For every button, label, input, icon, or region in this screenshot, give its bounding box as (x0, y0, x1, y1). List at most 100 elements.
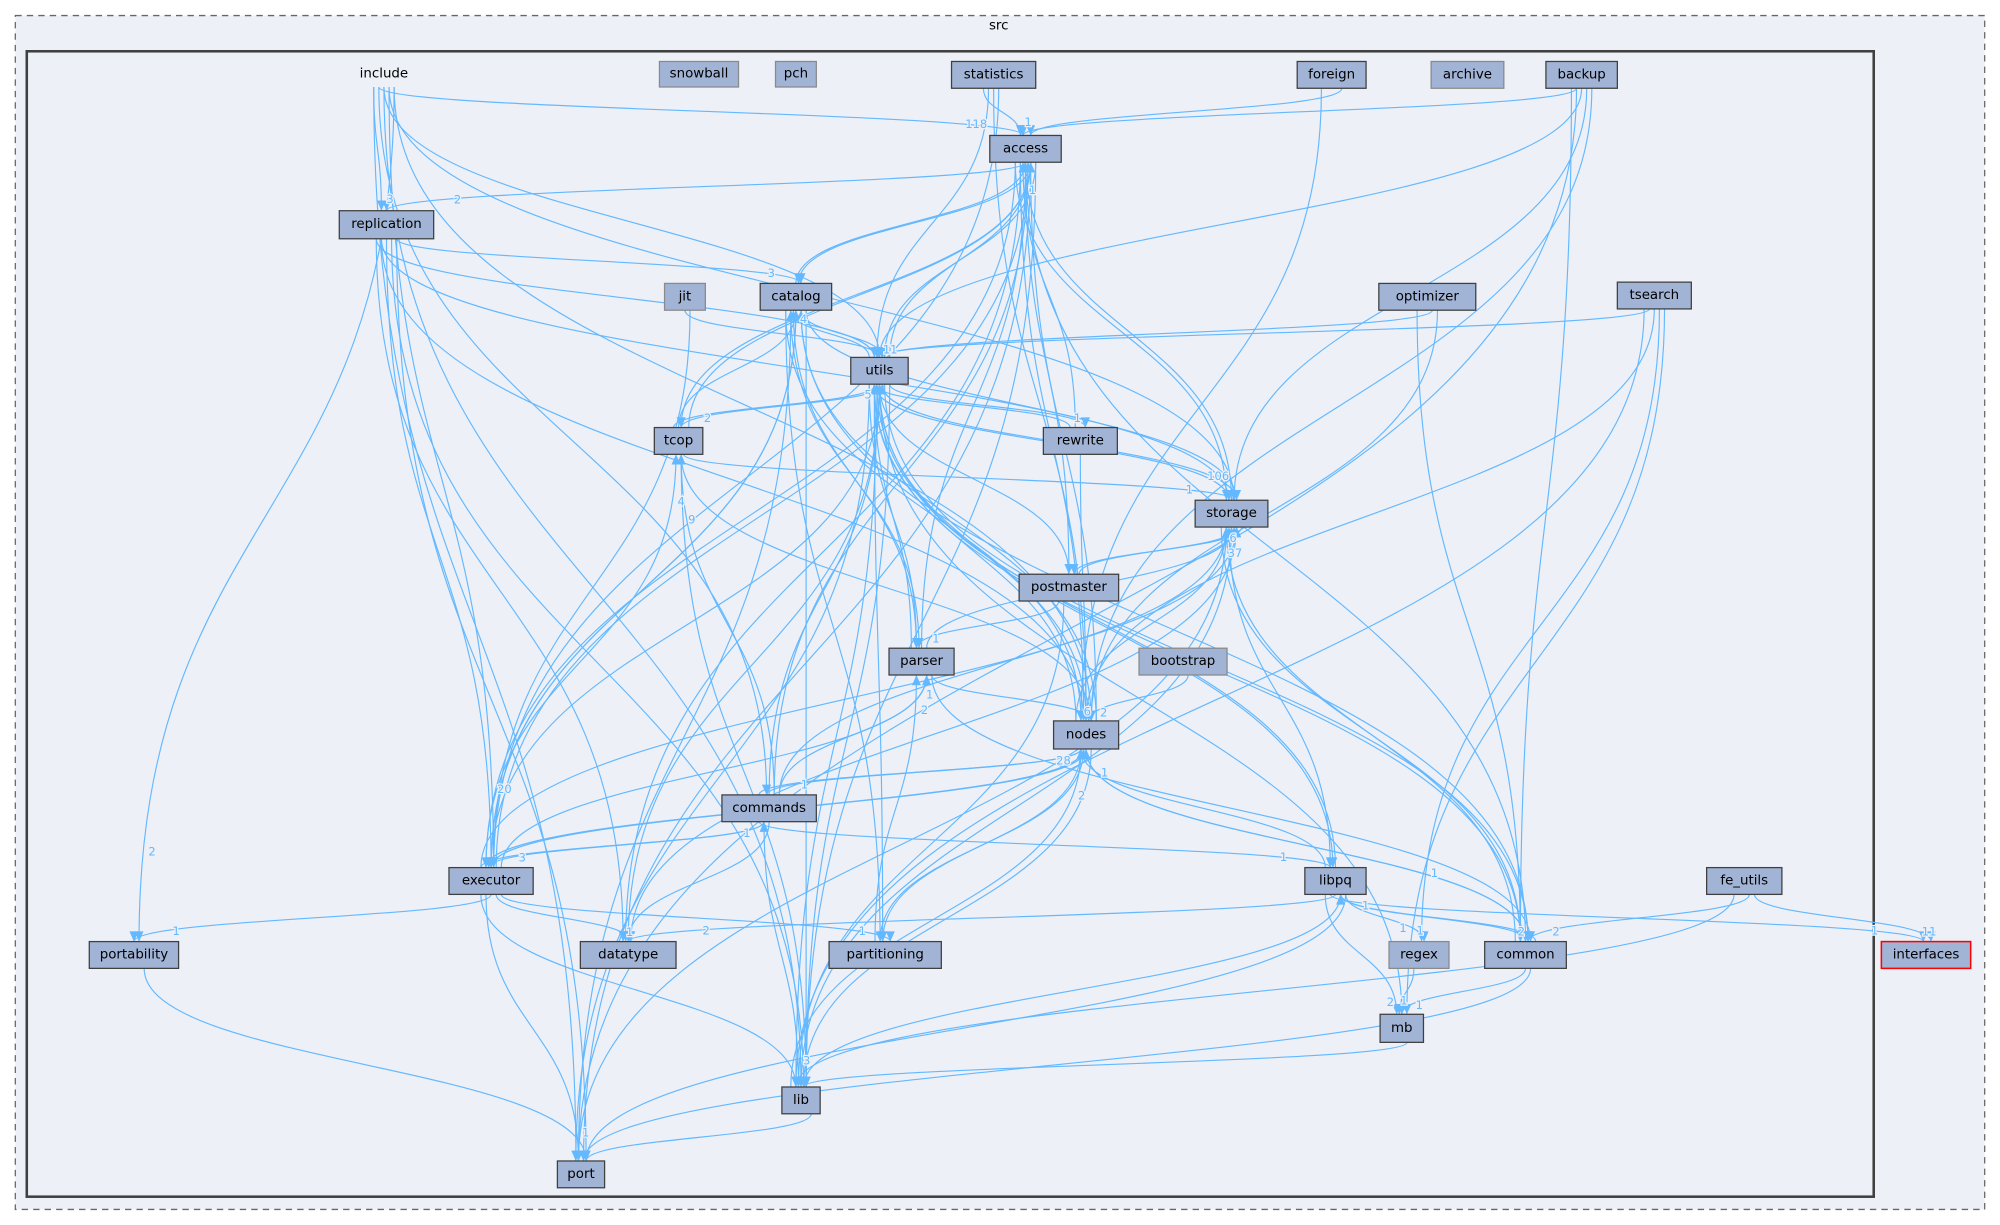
folder-node-interfaces[interactable]: interfaces (1880, 940, 1972, 970)
edge-nodes-to-lib (802, 748, 1092, 1087)
folder-node-portability[interactable]: portability (88, 940, 180, 970)
edge-postmaster-to-lib (797, 601, 1065, 1087)
node-label: include (360, 67, 408, 82)
edge-catalog-to-partitioning (785, 310, 881, 942)
folder-node-replication[interactable]: replication (338, 210, 435, 240)
node-label: backup (1557, 67, 1605, 82)
folder-node-pch[interactable]: pch (774, 60, 817, 88)
cluster-inner (25, 49, 1875, 1198)
edge-count-label: 1 (582, 1126, 589, 1140)
edge-count-label: 1 (1416, 998, 1423, 1012)
arrowhead-icon (1419, 931, 1429, 942)
folder-node-storage[interactable]: storage (1194, 499, 1269, 528)
edge-tcop-to-storage (683, 453, 1235, 501)
edge-utils-to-mb (878, 384, 1403, 1015)
folder-node-snowball[interactable]: snowball (658, 60, 740, 88)
edge-access-to-lib (805, 162, 1037, 1087)
edge-libpq-to-mb (1324, 894, 1398, 1015)
edge-count-label: 2 (148, 845, 155, 859)
arrowhead-icon (581, 1150, 591, 1161)
folder-node-backup[interactable]: backup (1545, 60, 1618, 89)
node-box (1388, 940, 1450, 970)
node-box (653, 426, 704, 455)
arrowhead-icon (1336, 894, 1346, 905)
edge-commands-to-libpq (758, 821, 1331, 869)
node-label: port (567, 1167, 594, 1182)
edge-count-label: 118 (965, 117, 987, 131)
folder-node-include[interactable]: include (353, 61, 415, 87)
edge-statistics-to-nodes (993, 88, 1087, 721)
edge-libpq-to-utils (878, 384, 1337, 868)
folder-node-foreign[interactable]: foreign (1296, 60, 1367, 89)
folder-node-datatype[interactable]: datatype (579, 940, 677, 970)
edge-libpq-to-lib (802, 894, 1342, 1087)
edge-backup-to-access (1022, 87, 1578, 136)
edge-nodes-to-utils (873, 384, 1077, 721)
folder-node-postmaster[interactable]: postmaster (1018, 573, 1120, 602)
edge-count-label: 2 (1518, 924, 1525, 938)
folder-node-regex[interactable]: regex (1388, 940, 1450, 970)
folder-node-partitioning[interactable]: partitioning (828, 940, 942, 970)
folder-node-fe_utils[interactable]: fe_utils (1705, 866, 1783, 896)
edge-access-to-executor (485, 162, 1016, 868)
arrowhead-icon (382, 200, 391, 211)
folder-node-tsearch[interactable]: tsearch (1616, 281, 1692, 310)
node-box (1304, 866, 1367, 896)
edge-catalog-to-port (577, 310, 792, 1161)
edge-jit-to-utils (684, 310, 881, 358)
node-box (774, 60, 817, 88)
folder-node-utils[interactable]: utils (850, 356, 909, 385)
edge-count-label: 1 (932, 632, 939, 646)
edge-count-label: 1 (743, 826, 750, 840)
edge-count-label: 1 (1416, 924, 1423, 938)
folder-node-access[interactable]: access (989, 134, 1062, 163)
arrowhead-icon (1397, 1004, 1407, 1015)
folder-node-libpq[interactable]: libpq (1304, 866, 1367, 896)
folder-node-statistics[interactable]: statistics (950, 60, 1037, 89)
edge-count-label: 2 (703, 924, 710, 938)
folder-node-bootstrap[interactable]: bootstrap (1138, 647, 1228, 676)
edge-count-label: 2 (454, 193, 461, 207)
folder-node-archive[interactable]: archive (1430, 60, 1505, 89)
folder-node-executor[interactable]: executor (448, 866, 534, 896)
edge-executor-to-port (485, 894, 580, 1161)
folder-node-parser[interactable]: parser (888, 647, 955, 676)
folder-node-lib[interactable]: lib (781, 1086, 821, 1115)
nodes-layer: include snowball pch statistics foreign archi… (88, 60, 1972, 1189)
folder-node-mb[interactable]: mb (1379, 1013, 1425, 1043)
edge-replication-to-storage (380, 238, 1230, 501)
folder-node-optimizer[interactable]: optimizer (1378, 282, 1477, 311)
edge-lib-to-storage (800, 527, 1233, 1087)
node-label: statistics (964, 67, 1024, 82)
edge-commands-to-storage (778, 527, 1238, 795)
folder-node-nodes[interactable]: nodes (1052, 720, 1120, 750)
node-box (1616, 281, 1692, 310)
edge-catalog-to-access (795, 162, 1027, 284)
edge-tsearch-to-lib (795, 308, 1645, 1087)
folder-node-commands[interactable]: commands (721, 794, 817, 823)
edge-catalog-to-common (800, 310, 1529, 942)
arrowhead-icon (129, 931, 139, 942)
edge-commands-to-nodes (758, 748, 1082, 796)
edge-catalog-to-storage (805, 310, 1238, 501)
edge-executor-to-catalog (490, 310, 797, 868)
folder-node-catalog[interactable]: catalog (759, 282, 833, 311)
arrowhead-icon (911, 675, 921, 686)
edge-backup-to-nodes (1090, 88, 1593, 721)
node-label: regex (1400, 947, 1438, 962)
node-label: rewrite (1057, 433, 1104, 448)
folder-node-tcop[interactable]: tcop (653, 426, 704, 455)
edge-postmaster-to-utils (878, 384, 1070, 575)
node-label: commands (732, 801, 806, 816)
node-label: interfaces (1893, 947, 1960, 962)
edge-include-to-utils (383, 86, 881, 358)
edge-count-label: 5 (864, 388, 871, 402)
edge-executor-to-portability (133, 894, 492, 942)
arrowhead-icon (796, 273, 806, 284)
folder-node-jit[interactable]: jit (663, 282, 706, 311)
folder-node-port[interactable]: port (556, 1160, 606, 1189)
edge-count-label: 3 (519, 850, 526, 864)
edge-count-label: 106 (1207, 469, 1229, 483)
folder-node-rewrite[interactable]: rewrite (1042, 426, 1118, 455)
folder-node-common[interactable]: common (1484, 940, 1567, 970)
